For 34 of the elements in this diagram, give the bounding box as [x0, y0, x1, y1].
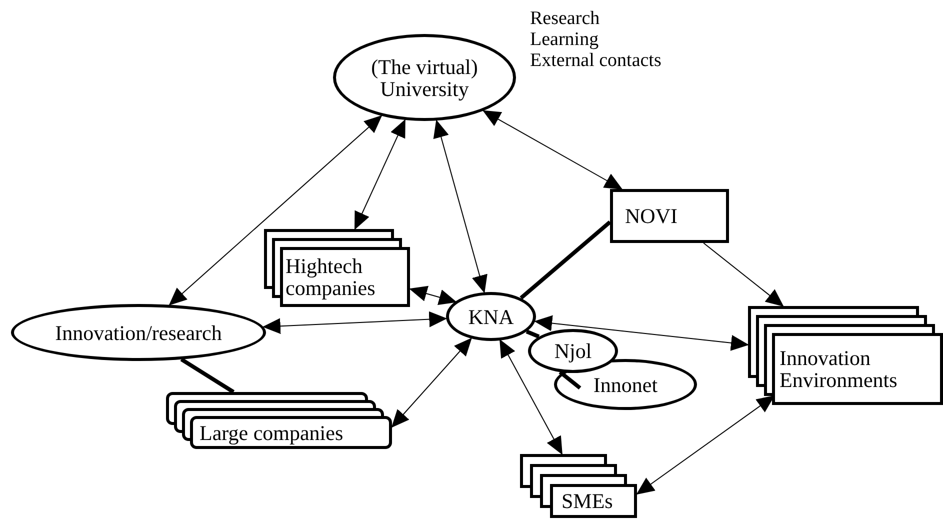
- node-label: NOVI: [625, 205, 678, 227]
- arrow: [500, 339, 562, 455]
- node-label: Njol: [553, 340, 593, 362]
- node-label: Innovation Environments: [780, 347, 898, 391]
- node-label: Innonet: [592, 374, 659, 396]
- company-stack: [166, 392, 392, 449]
- note-text: Research: [530, 8, 600, 29]
- arrow: [409, 286, 457, 306]
- node-label: Innovation/research: [54, 322, 223, 344]
- ellipse-node: [446, 292, 536, 341]
- sme-stack: [520, 454, 637, 518]
- node-label: Large companies: [200, 422, 344, 444]
- arrow: [636, 395, 775, 495]
- connector-line: [520, 220, 612, 300]
- note-text: External contacts: [530, 50, 662, 71]
- node-label: KNA: [467, 306, 515, 328]
- arrow: [354, 119, 406, 230]
- connector-line: [558, 370, 582, 390]
- node-label: Hightech companies: [286, 255, 376, 299]
- arrow: [433, 120, 488, 294]
- arrow: [534, 315, 749, 351]
- arrow: [703, 242, 784, 307]
- arrow: [168, 115, 382, 306]
- connector-line: [526, 330, 540, 338]
- environment-stack: [748, 306, 943, 405]
- connector-line: [180, 358, 235, 394]
- node-label: (The virtual) University: [370, 56, 479, 100]
- node-label: SMEs: [562, 490, 614, 512]
- process-box: [610, 189, 729, 243]
- note-text: Learning: [530, 29, 599, 50]
- arrow: [262, 311, 448, 334]
- company-stack: [264, 229, 410, 307]
- arrow: [391, 338, 472, 428]
- arrow: [482, 110, 623, 190]
